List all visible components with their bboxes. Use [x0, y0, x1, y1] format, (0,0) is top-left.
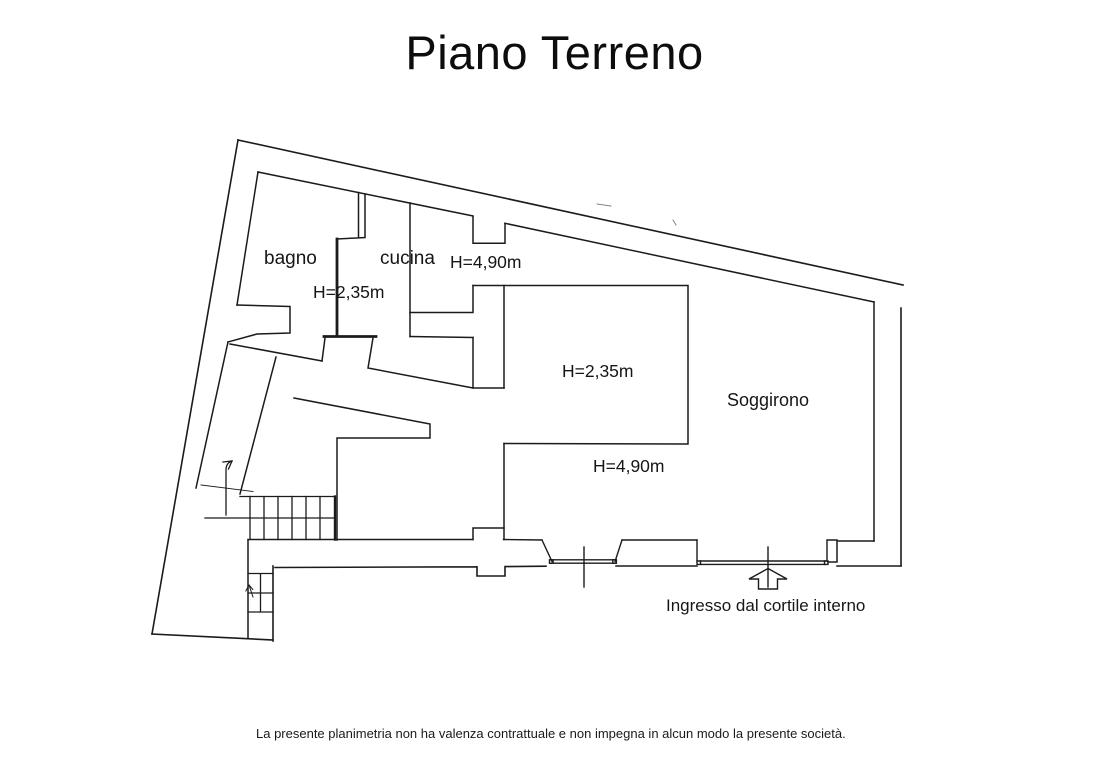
stairs-landing-line: [201, 485, 253, 492]
bottom-wall-and-openings: [248, 540, 837, 588]
staircase: [201, 485, 335, 612]
height-label-living-zone: H=4,90m: [593, 456, 665, 476]
scan-speck: [597, 204, 611, 206]
scan-speck: [673, 220, 676, 225]
entrance-label: Ingresso dal cortile interno: [666, 596, 866, 615]
outer-perimeter-wall: [152, 140, 903, 641]
bottom-wall-inner-mid: [504, 540, 543, 541]
height-label-kitchen-zone: H=4,90m: [450, 252, 522, 272]
outer-wall-bottom-left-run: [275, 566, 546, 576]
french-door-jamb-right: [615, 540, 622, 562]
french-door-sill: [550, 560, 616, 563]
height-label-loft-zone: H=2,35m: [562, 361, 634, 381]
chimney-notch: [473, 217, 505, 244]
bagno-door-jamb-left: [322, 338, 325, 361]
height-label-bath-zone: H=2,35m: [313, 282, 385, 302]
stairs-up-arrow-head: [223, 461, 232, 469]
sill-cap: [697, 561, 701, 564]
stairs-down-steps: [248, 574, 273, 613]
inner-wall-top-right: [505, 223, 874, 302]
room-label-bagno: bagno: [264, 248, 317, 269]
sill-cap: [550, 560, 554, 563]
bold-walls: [324, 239, 376, 337]
sill-cap: [825, 561, 829, 564]
outer-wall-bottom-left: [152, 634, 273, 640]
inner-wall-left: [237, 172, 258, 305]
inner-walls: [196, 172, 874, 638]
entrance-jamb-right-pier: [827, 540, 837, 561]
stairs-up-arrow-icon: [223, 461, 232, 515]
stair-hall-wall: [240, 357, 276, 494]
loft-bottom-step: [473, 528, 504, 540]
disclaimer-text: La presente planimetria non ha valenza c…: [256, 726, 846, 741]
cucina-east-jog-wall: [410, 286, 473, 313]
sill-cap: [613, 560, 617, 563]
outer-wall-top: [238, 140, 903, 285]
room-label-cucina: cucina: [380, 248, 435, 269]
stairs-down-arrow-icon: [246, 585, 253, 597]
inner-wall-bottom-right-step: [828, 541, 874, 562]
loft-outline: [473, 286, 688, 540]
french-door-jamb-left: [542, 540, 552, 562]
outer-wall-left: [152, 140, 238, 634]
bagno-cucina-divider-stub: [337, 193, 365, 240]
entrance-arrow-shape: [749, 569, 787, 590]
scan-artifacts: [597, 204, 676, 225]
cucina-bottom-wall: [410, 337, 473, 338]
entrance-arrow-icon: [749, 569, 787, 590]
kitchen-annex-wall: [473, 338, 504, 389]
corridor-wall-upper: [368, 338, 473, 388]
bagno-niche-wall: [228, 305, 290, 342]
corridor-wall-left: [196, 342, 228, 488]
corridor-wall-lower: [294, 398, 430, 540]
room-label-soggiorno: Soggirono: [727, 390, 810, 410]
bagno-south-wall: [230, 344, 322, 361]
page-title: Piano Terreno: [405, 26, 704, 79]
entrance-sill: [701, 561, 826, 564]
loft-rectangle: [473, 286, 688, 445]
